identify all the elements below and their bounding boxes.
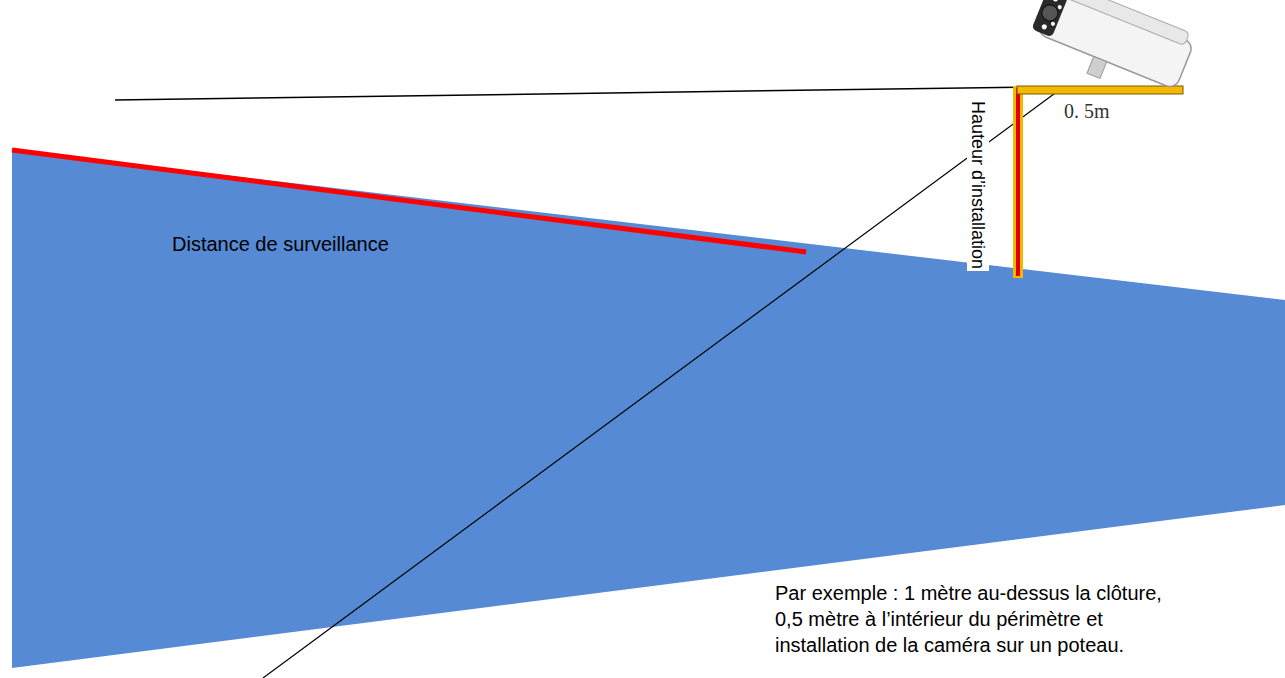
- camera: [1024, 0, 1197, 106]
- camera-hood: [1064, 0, 1190, 46]
- mount-bracket: [1017, 86, 1183, 94]
- camera-led: [1057, 5, 1062, 10]
- pole: [1013, 86, 1023, 278]
- dimension-label: 0. 5m: [1062, 99, 1146, 123]
- camera-lens: [1039, 2, 1060, 23]
- note-text: Par exemple : 1 mètre au-dessus la clôtu…: [775, 580, 1195, 658]
- field-of-view: [12, 150, 1285, 668]
- camera-mount: [1087, 57, 1107, 79]
- camera-led: [1050, 21, 1055, 26]
- dimension-label: Hauteur d’installation: [967, 101, 989, 271]
- camera-front: [1031, 0, 1068, 37]
- view-limit-line: [115, 87, 1030, 100]
- pole-height-mark: [1016, 88, 1020, 276]
- surveillance-distance-line: [12, 150, 806, 252]
- camera-led: [1041, 24, 1048, 31]
- camera-led: [1052, 0, 1059, 2]
- dimension-label: Distance de surveillance: [172, 232, 472, 256]
